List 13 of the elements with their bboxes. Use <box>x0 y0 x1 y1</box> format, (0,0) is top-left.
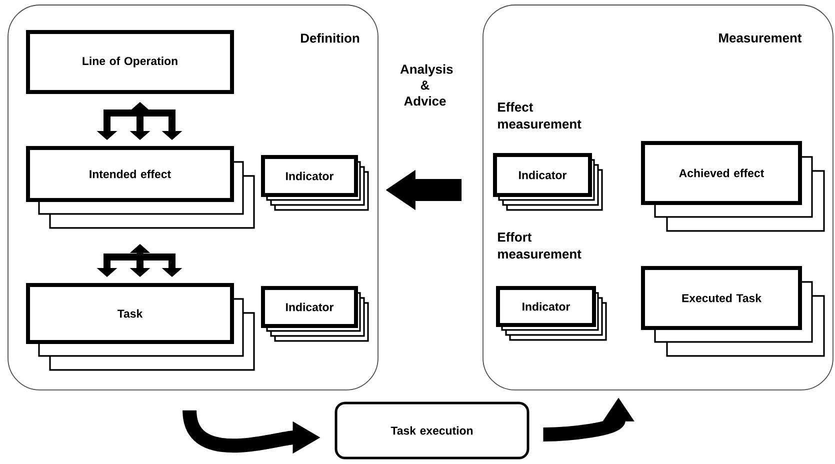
rounded-box: Task execution <box>334 402 530 460</box>
heading: Effort measurement <box>498 232 582 259</box>
note-text: Analysis & Advice <box>400 64 453 106</box>
stacked-box: Indicator <box>493 152 603 211</box>
heading: Effect measurement <box>498 102 582 129</box>
stacked-box: Intended effect <box>26 146 255 229</box>
stacked-box: Achieved effect <box>641 140 825 232</box>
stacked-box: Indicator <box>261 286 369 342</box>
stacked-box: Executed Task <box>641 266 825 357</box>
stacked-box: Indicator <box>261 154 369 211</box>
process-box: Line of Operation <box>26 30 234 94</box>
stacked-box: Task <box>26 282 255 371</box>
stacked-box: Indicator <box>496 286 607 341</box>
